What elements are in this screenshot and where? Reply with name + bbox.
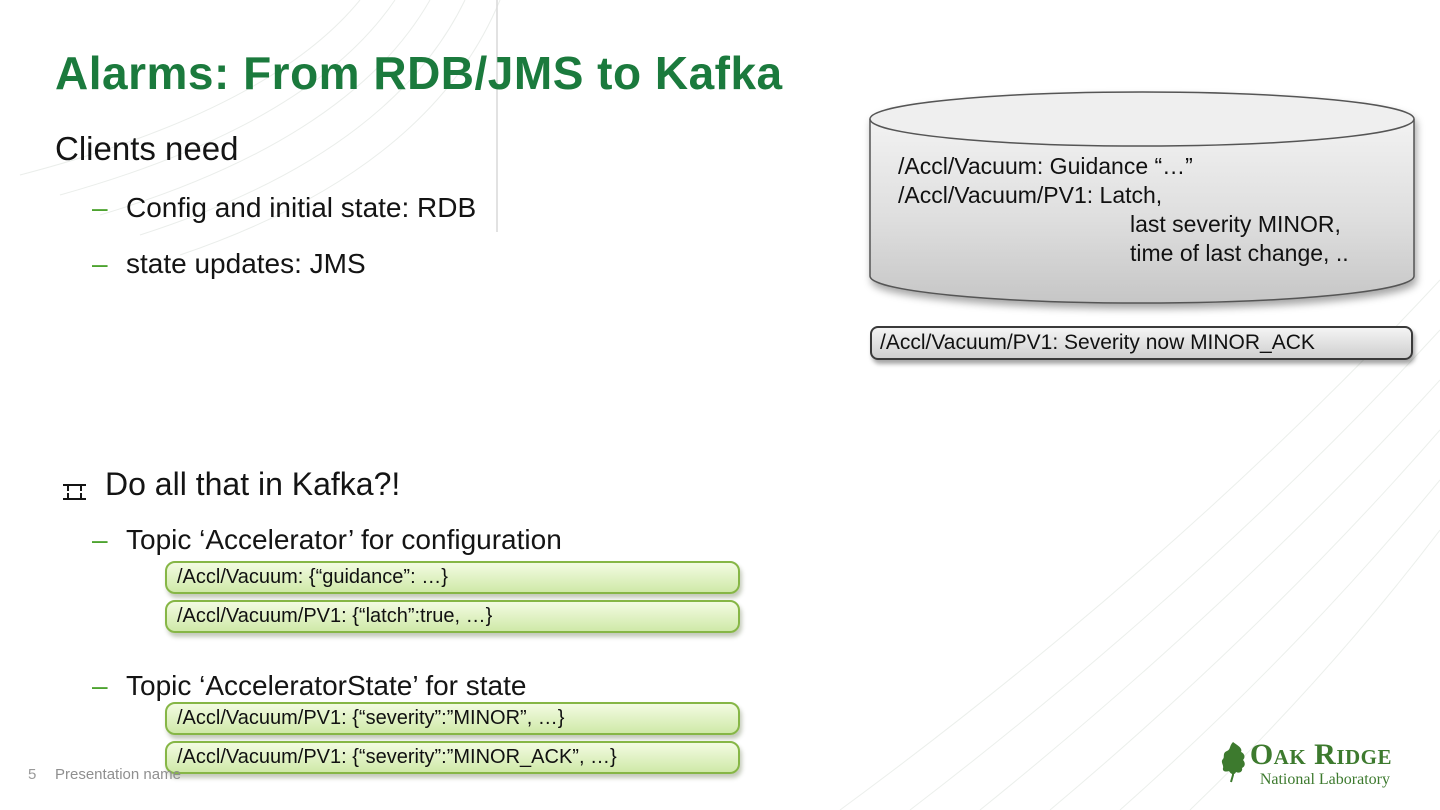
cylinder-line: time of last change, .. <box>1130 240 1349 266</box>
dash-bullet-icon: – <box>92 192 108 223</box>
jms-message-text: /Accl/Vacuum/PV1: Severity now MINOR_ACK <box>880 331 1315 354</box>
oak-leaf-icon <box>1220 741 1246 788</box>
ornl-logo: Oak Ridge National Laboratory <box>1220 740 1392 788</box>
logo-subtitle: National Laboratory <box>1259 771 1390 788</box>
table-icon <box>61 481 88 507</box>
ornl-logo-text: Oak Ridge National Laboratory <box>1250 740 1392 788</box>
jms-message-box: /Accl/Vacuum/PV1: Severity now MINOR_ACK <box>870 326 1413 360</box>
dash-bullet-icon: – <box>92 524 108 555</box>
kafka-state-message-box: /Accl/Vacuum/PV1: {“severity”:”MINOR”, …… <box>165 702 740 735</box>
logo-name: Oak Ridge <box>1249 738 1392 771</box>
bullet-state-jms: – state updates: JMS <box>92 248 366 280</box>
bullet-text: Topic ‘AcceleratorState’ for state <box>126 670 527 701</box>
bullet-config-rdb: – Config and initial state: RDB <box>92 192 476 224</box>
cylinder-shape <box>869 91 1415 304</box>
clients-need-heading: Clients need <box>55 130 239 167</box>
cylinder-line: /Accl/Vacuum: Guidance “…” <box>898 153 1193 179</box>
cylinder-text: /Accl/Vacuum: Guidance “…” /Accl/Vacuum/… <box>898 152 1349 268</box>
bullet-topic-config: – Topic ‘Accelerator’ for configuration <box>92 524 562 556</box>
bullet-text: Config and initial state: RDB <box>126 192 477 223</box>
bullet-text: state updates: JMS <box>126 248 366 279</box>
bullet-topic-state: – Topic ‘AcceleratorState’ for state <box>92 670 526 702</box>
slide-title: Alarms: From RDB/JMS to Kafka <box>55 47 783 99</box>
kafka-message-text: /Accl/Vacuum/PV1: {“severity”:”MINOR_ACK… <box>177 746 617 768</box>
bullet-text: Topic ‘Accelerator’ for configuration <box>126 524 562 555</box>
kafka-message-text: /Accl/Vacuum/PV1: {“severity”:”MINOR”, …… <box>177 707 565 729</box>
cylinder-line: last severity MINOR, <box>1130 211 1341 237</box>
kafka-config-message-box: /Accl/Vacuum: {“guidance”: …} <box>165 561 740 594</box>
kafka-heading: Do all that in Kafka?! <box>105 466 401 502</box>
dash-bullet-icon: – <box>92 248 108 279</box>
dash-bullet-icon: – <box>92 670 108 701</box>
rdb-cylinder: /Accl/Vacuum: Guidance “…” /Accl/Vacuum/… <box>868 90 1416 310</box>
cylinder-line: /Accl/Vacuum/PV1: Latch, <box>898 182 1163 208</box>
page-number: 5 <box>28 766 37 783</box>
kafka-config-message-box: /Accl/Vacuum/PV1: {“latch”:true, …} <box>165 600 740 633</box>
kafka-message-text: /Accl/Vacuum: {“guidance”: …} <box>177 566 448 588</box>
footer-text: Presentation name <box>55 766 181 783</box>
kafka-message-text: /Accl/Vacuum/PV1: {“latch”:true, …} <box>177 605 493 627</box>
kafka-state-message-box: /Accl/Vacuum/PV1: {“severity”:”MINOR_ACK… <box>165 741 740 774</box>
